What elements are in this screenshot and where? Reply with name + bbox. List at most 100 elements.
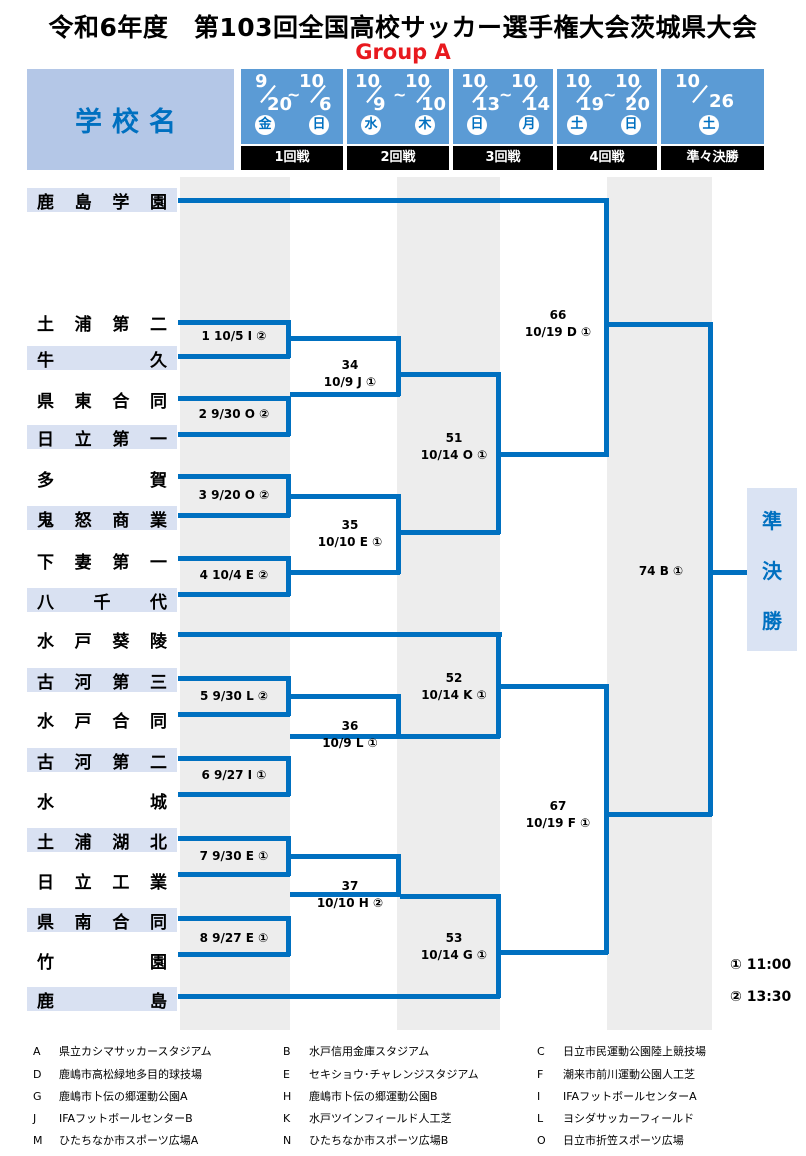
match-66-number: 66 bbox=[549, 308, 567, 322]
school-name: 古河第二 bbox=[27, 748, 177, 773]
round-4-start-month: 10 bbox=[565, 71, 591, 92]
bracket-line bbox=[496, 894, 501, 998]
school-name: 県南合同 bbox=[27, 908, 177, 933]
bracket-line bbox=[400, 734, 500, 739]
school-char: 業 bbox=[149, 510, 167, 531]
bracket-line bbox=[286, 474, 291, 517]
school-char: 商 bbox=[112, 510, 130, 531]
bracket-line bbox=[286, 396, 291, 436]
round-1-end-month: 10 bbox=[299, 71, 325, 92]
bracket-line bbox=[604, 684, 609, 954]
venue-name: 日立市折笠スポーツ広場 bbox=[563, 1134, 684, 1147]
venue-code: M bbox=[33, 1134, 43, 1147]
venue-code: I bbox=[537, 1090, 541, 1103]
round-4-start-dow: 土 bbox=[567, 115, 587, 135]
match-51-info: 10/14 O ① bbox=[420, 448, 488, 462]
kickoff-time-1: ① 11:00 bbox=[730, 957, 792, 973]
venue-name: 鹿嶋市高松緑地多目的球技場 bbox=[59, 1068, 202, 1081]
bracket-line bbox=[178, 556, 290, 561]
match-5-label: 5 9/30 L ② bbox=[199, 689, 269, 703]
venue-name: 日立市民運動公園陸上競技場 bbox=[563, 1045, 706, 1058]
match-2-label: 2 9/30 O ② bbox=[198, 407, 270, 421]
bracket-line bbox=[178, 592, 290, 597]
bracket-line bbox=[290, 392, 400, 397]
school-char: 牛 bbox=[37, 350, 54, 371]
school-char: 立 bbox=[74, 872, 92, 893]
venue-name: 鹿嶋市卜伝の郷運動公園B bbox=[309, 1090, 438, 1103]
school-name: 水戸葵陵 bbox=[27, 627, 177, 652]
school-char: 湖 bbox=[112, 832, 130, 853]
school-char: 園 bbox=[150, 952, 167, 973]
date-tilde: ~ bbox=[393, 85, 407, 104]
match-66-info: 10/19 D ① bbox=[524, 325, 592, 339]
venue-code: H bbox=[283, 1090, 292, 1103]
round-2-end-dow: 木 bbox=[415, 115, 435, 135]
school-char: 二 bbox=[149, 314, 167, 335]
school-name: 日立工業 bbox=[27, 868, 177, 893]
bracket-line bbox=[286, 756, 291, 796]
round-1-start-month: 9 bbox=[255, 71, 268, 92]
match-3-label: 3 9/20 O ② bbox=[198, 488, 270, 502]
school-char: 賀 bbox=[150, 470, 167, 491]
school-char: 千 bbox=[93, 592, 111, 613]
bracket-line bbox=[178, 432, 290, 437]
school-char: 城 bbox=[150, 792, 167, 813]
school-char: 土 bbox=[37, 314, 54, 335]
round-3-start-month: 10 bbox=[461, 71, 487, 92]
bracket-line bbox=[178, 474, 290, 479]
school-name: 水戸合同 bbox=[27, 707, 177, 732]
school-char: 県 bbox=[37, 391, 54, 412]
bracket-line bbox=[290, 570, 400, 575]
round-3-band bbox=[397, 177, 500, 1030]
school-char: 一 bbox=[149, 429, 167, 450]
bracket-line bbox=[496, 632, 501, 738]
match-34-label: 34 10/9 J ① bbox=[305, 357, 395, 391]
semifinal-char: 準 bbox=[762, 508, 782, 533]
date-tilde: ~ bbox=[499, 85, 513, 104]
venue-code: J bbox=[33, 1112, 37, 1125]
round-1-start-day: 20 bbox=[267, 94, 293, 115]
venue-code: E bbox=[283, 1068, 290, 1081]
school-char: 島 bbox=[150, 991, 167, 1012]
match-37-label: 37 10/10 H ② bbox=[305, 878, 395, 912]
bracket-line bbox=[290, 892, 400, 897]
bracket-line bbox=[400, 372, 500, 377]
round-1-dates: 9 20 ~ 10 6 金 日 bbox=[241, 69, 343, 144]
school-char: 戸 bbox=[74, 631, 92, 652]
match-7-label: 7 9/30 E ① bbox=[199, 849, 269, 863]
match-74-label: 74 B ① bbox=[638, 564, 684, 578]
match-6-label: 6 9/27 I ① bbox=[201, 768, 267, 782]
venue-name: セキショウ･チャレンジスタジアム bbox=[309, 1068, 479, 1081]
school-char: 多 bbox=[37, 470, 54, 491]
venue-code: O bbox=[537, 1134, 546, 1147]
match-34-number: 34 bbox=[341, 358, 359, 372]
school-char: 水 bbox=[37, 792, 54, 813]
semifinal-char: 決 bbox=[762, 558, 782, 583]
school-char: 妻 bbox=[74, 552, 92, 573]
bracket-line bbox=[286, 676, 291, 716]
kickoff-time-2: ② 13:30 bbox=[730, 989, 792, 1005]
venue-item: E セキショウ･チャレンジスタジアム bbox=[283, 1066, 479, 1082]
round-2-start-month: 10 bbox=[355, 71, 381, 92]
venue-code: F bbox=[537, 1068, 544, 1081]
venue-code: L bbox=[537, 1112, 544, 1125]
venue-name: IFAフットボールセンターA bbox=[563, 1090, 697, 1103]
match-67-number: 67 bbox=[549, 799, 567, 813]
school-char: 日 bbox=[37, 872, 54, 893]
bracket-line bbox=[396, 494, 401, 574]
bracket-line bbox=[178, 916, 290, 921]
date-tilde: ~ bbox=[603, 85, 617, 104]
school-name: 鹿島学園 bbox=[27, 188, 177, 213]
school-name: 多賀 bbox=[27, 466, 177, 491]
school-name-header: 学校名 bbox=[27, 69, 234, 170]
school-char: 合 bbox=[112, 912, 130, 933]
school-char: 第 bbox=[112, 552, 130, 573]
bracket-line bbox=[500, 684, 608, 689]
bracket-line bbox=[178, 836, 290, 841]
